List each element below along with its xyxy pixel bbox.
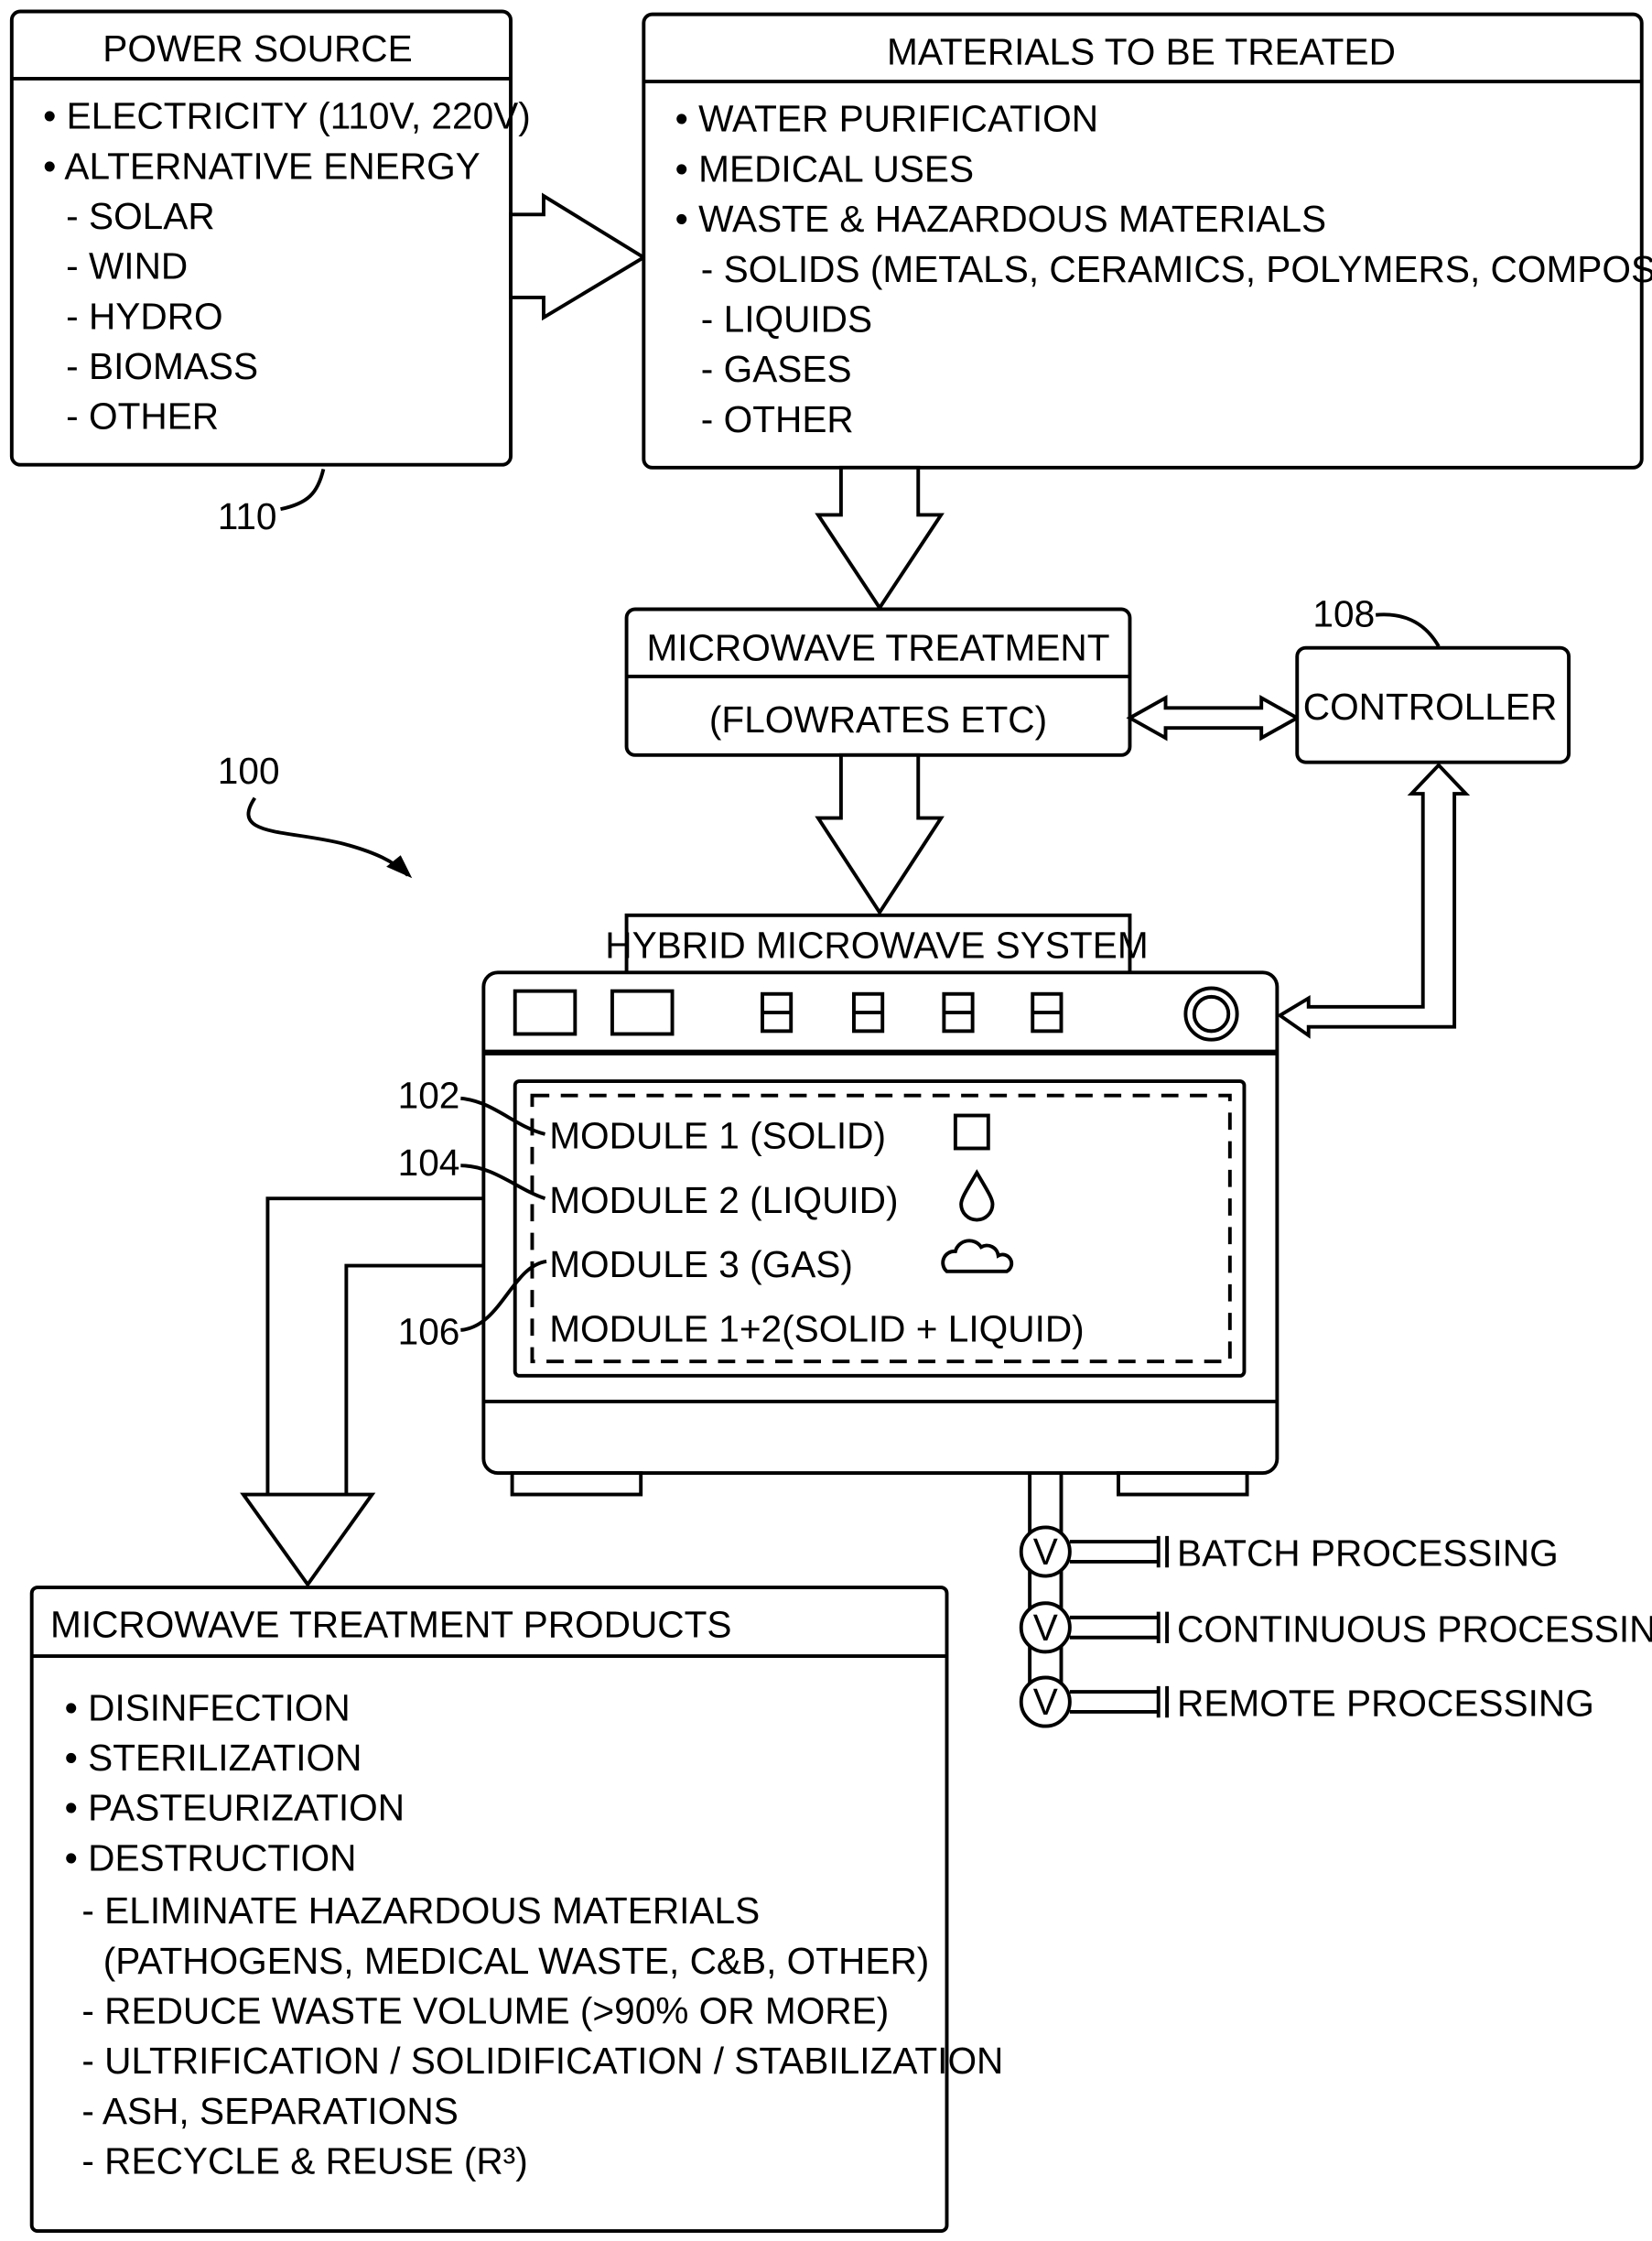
ref-100: 100 (218, 750, 280, 792)
svg-text:V: V (1033, 1531, 1058, 1573)
products-item: (PATHOGENS, MEDICAL WASTE, C&B, OTHER) (103, 1940, 930, 1982)
products-item: • PASTEURIZATION (65, 1787, 405, 1829)
leader-arrow (248, 798, 407, 875)
power-item: - HYDRO (66, 295, 222, 337)
products-item: - ASH, SEPARATIONS (81, 2090, 458, 2132)
leader-line (1376, 614, 1439, 646)
valve-remote: V REMOTE PROCESSING (1021, 1677, 1594, 1726)
control-arrow (1280, 765, 1466, 1035)
materials-item: - LIQUIDS (701, 298, 872, 340)
products-item: • DISINFECTION (65, 1686, 351, 1728)
arrow-right (511, 196, 643, 318)
arrow-down (818, 468, 941, 608)
power-item: - OTHER (66, 395, 219, 438)
ref-104: 104 (398, 1142, 460, 1184)
leader-line (281, 469, 324, 509)
valve-continuous: V CONTINUOUS PROCESSING (1021, 1603, 1652, 1651)
power-item: - BIOMASS (66, 345, 258, 387)
arrow-down (818, 755, 941, 913)
products-title: MICROWAVE TREATMENT PRODUCTS (50, 1604, 732, 1646)
materials-title: MATERIALS TO BE TREATED (887, 30, 1396, 72)
materials-item: • WASTE & HAZARDOUS MATERIALS (675, 198, 1326, 240)
treatment-subtitle: (FLOWRATES ETC) (709, 698, 1047, 741)
materials-item: - SOLIDS (METALS, CERAMICS, POLYMERS, CO… (701, 248, 1652, 290)
products-item: - ELIMINATE HAZARDOUS MATERIALS (81, 1889, 760, 1932)
power-item: - WIND (66, 245, 188, 287)
microwave-treatment-box: MICROWAVE TREATMENT (FLOWRATES ETC) (627, 610, 1130, 755)
controller-label: CONTROLLER (1303, 686, 1558, 728)
products-item: - ULTRIFICATION / SOLIDIFICATION / STABI… (81, 2040, 1003, 2082)
valve-batch: V BATCH PROCESSING (1021, 1527, 1559, 1575)
arrowhead (386, 855, 412, 878)
materials-item: • WATER PURIFICATION (675, 98, 1098, 140)
power-source-title: POWER SOURCE (103, 27, 412, 70)
module-2: MODULE 2 (LIQUID) (549, 1179, 898, 1221)
batch-processing-label: BATCH PROCESSING (1177, 1532, 1559, 1575)
materials-item: - OTHER (701, 398, 854, 440)
materials-item: • MEDICAL USES (675, 147, 974, 189)
module-1-2: MODULE 1+2(SOLID + LIQUID) (549, 1307, 1085, 1349)
foot (513, 1473, 642, 1494)
ref-106: 106 (398, 1310, 460, 1352)
products-box: MICROWAVE TREATMENT PRODUCTS • DISINFECT… (32, 1587, 1004, 2231)
materials-item: - GASES (701, 348, 852, 390)
system-title: HYBRID MICROWAVE SYSTEM (605, 925, 1148, 967)
power-source-box: POWER SOURCE • ELECTRICITY (110V, 220V) … (12, 11, 531, 464)
power-item: - SOLAR (66, 195, 214, 237)
double-arrow (1129, 698, 1297, 738)
products-item: • STERILIZATION (65, 1737, 362, 1779)
output-arrowhead (243, 1495, 373, 1585)
power-item: • ELECTRICITY (110V, 220V) (43, 95, 531, 137)
ref-102: 102 (398, 1075, 460, 1117)
hybrid-microwave-system: HYBRID MICROWAVE SYSTEM MODULE 1 (SOLID)… (483, 915, 1277, 1495)
module-3: MODULE 3 (GAS) (549, 1243, 853, 1285)
power-item: • ALTERNATIVE ENERGY (43, 145, 480, 187)
treatment-title: MICROWAVE TREATMENT (646, 627, 1109, 669)
remote-processing-label: REMOTE PROCESSING (1177, 1683, 1594, 1725)
processing-outputs: V BATCH PROCESSING V CONTINUOUS PROCESSI… (1021, 1473, 1652, 1727)
foot (1118, 1473, 1247, 1494)
products-item: • DESTRUCTION (65, 1836, 357, 1878)
svg-text:V: V (1033, 1681, 1058, 1723)
products-item: - REDUCE WASTE VOLUME (>90% OR MORE) (81, 1990, 889, 2032)
ref-108: 108 (1312, 592, 1375, 634)
module-1: MODULE 1 (SOLID) (549, 1114, 886, 1156)
continuous-processing-label: CONTINUOUS PROCESSING (1177, 1608, 1652, 1650)
products-item: - RECYCLE & REUSE (R³) (81, 2140, 527, 2182)
svg-text:V: V (1033, 1607, 1058, 1649)
controller-box: CONTROLLER (1297, 648, 1569, 763)
ref-110: 110 (218, 495, 277, 537)
materials-box: MATERIALS TO BE TREATED • WATER PURIFICA… (643, 15, 1652, 468)
